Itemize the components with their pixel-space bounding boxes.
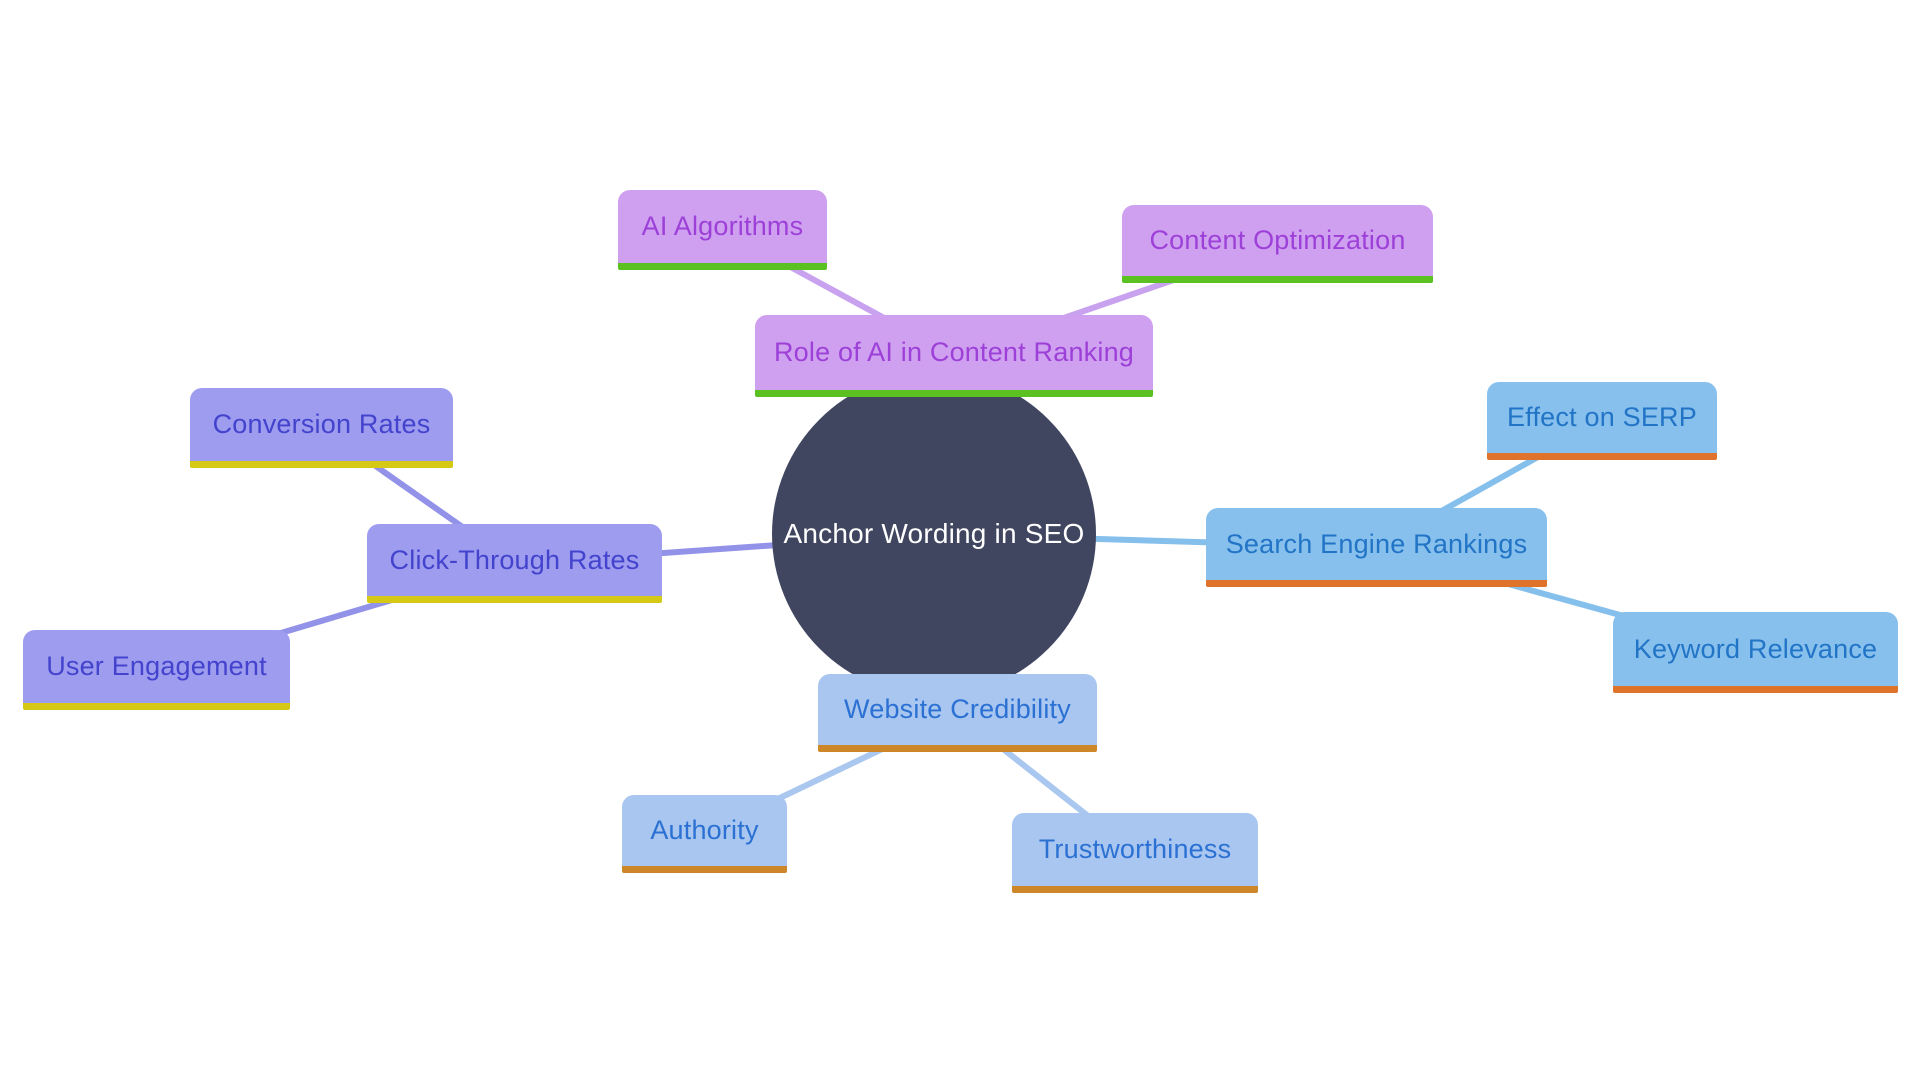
node-label: Effect on SERP xyxy=(1507,402,1697,432)
node-label: Search Engine Rankings xyxy=(1225,528,1528,559)
node-label: Authority xyxy=(650,815,759,845)
node-label: Content Optimization xyxy=(1149,225,1406,255)
mindmap-node-ai-algorithms[interactable]: AI Algorithms xyxy=(618,190,827,270)
mindmap-node-role-of-ai[interactable]: Role of AI in Content Ranking xyxy=(755,315,1153,397)
mindmap-node-effect-on-serp[interactable]: Effect on SERP xyxy=(1487,382,1717,460)
node-label: Click-Through Rates xyxy=(389,544,640,575)
mindmap-node-authority[interactable]: Authority xyxy=(622,795,787,873)
mindmap-center-node[interactable]: Anchor Wording in SEO xyxy=(772,372,1096,696)
mindmap-node-content-optimization[interactable]: Content Optimization xyxy=(1122,205,1433,283)
node-label: Conversion Rates xyxy=(212,409,431,439)
mindmap-node-search-engine-rankings[interactable]: Search Engine Rankings xyxy=(1206,508,1547,587)
node-label: Website Credibility xyxy=(844,694,1071,724)
mindmap-node-website-credibility[interactable]: Website Credibility xyxy=(818,674,1097,752)
node-label: User Engagement xyxy=(46,651,267,681)
node-label: Role of AI in Content Ranking xyxy=(773,337,1135,367)
mindmap-node-conversion-rates[interactable]: Conversion Rates xyxy=(190,388,453,468)
node-label: Keyword Relevance xyxy=(1633,633,1878,664)
node-label: Trustworthiness xyxy=(1038,834,1232,864)
mindmap-node-user-engagement[interactable]: User Engagement xyxy=(23,630,290,710)
node-label: AI Algorithms xyxy=(641,211,804,241)
mindmap-node-trustworthiness[interactable]: Trustworthiness xyxy=(1012,813,1258,893)
mindmap-node-click-through-rates[interactable]: Click-Through Rates xyxy=(367,524,662,603)
center-node-label: Anchor Wording in SEO xyxy=(783,518,1085,549)
mindmap-node-keyword-relevance[interactable]: Keyword Relevance xyxy=(1613,612,1898,693)
